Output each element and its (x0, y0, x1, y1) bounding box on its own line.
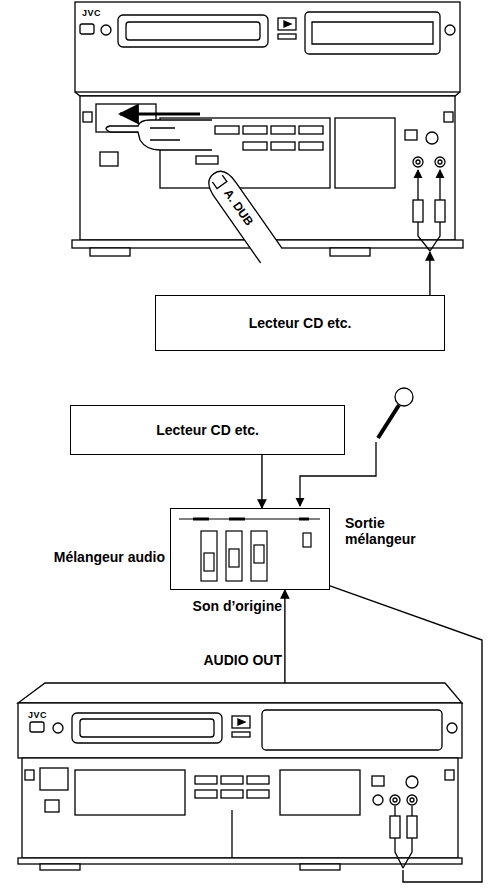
vcr-bottom (18, 683, 462, 870)
device-box: Lecteur CD etc. (70, 405, 345, 455)
vcr-unit: JVC (20, 683, 460, 870)
signal-cable (330, 586, 482, 882)
device-box: Lecteur CD etc. (155, 295, 445, 351)
mixer-box: Mélangeur audioSortie mélangeur (170, 508, 330, 590)
mixer-label: Mélangeur audio (43, 549, 165, 565)
signal-cable (429, 252, 430, 295)
mixer-label: Sortie mélangeur (345, 515, 457, 547)
brand-logo: JVC (82, 8, 101, 18)
signal-cable (284, 590, 285, 683)
brand-logo: JVC (28, 710, 47, 720)
device-label: Lecteur CD etc. (239, 315, 362, 331)
vcr-top (72, 2, 463, 263)
vcr-unit: JVC (75, 2, 460, 252)
mixer-sliders (171, 509, 328, 588)
signal-label: AUDIO OUT (203, 652, 282, 668)
signal-label: Son d’origine (193, 598, 282, 614)
signal-cable (261, 455, 262, 508)
device-label: Lecteur CD etc. (146, 422, 269, 438)
